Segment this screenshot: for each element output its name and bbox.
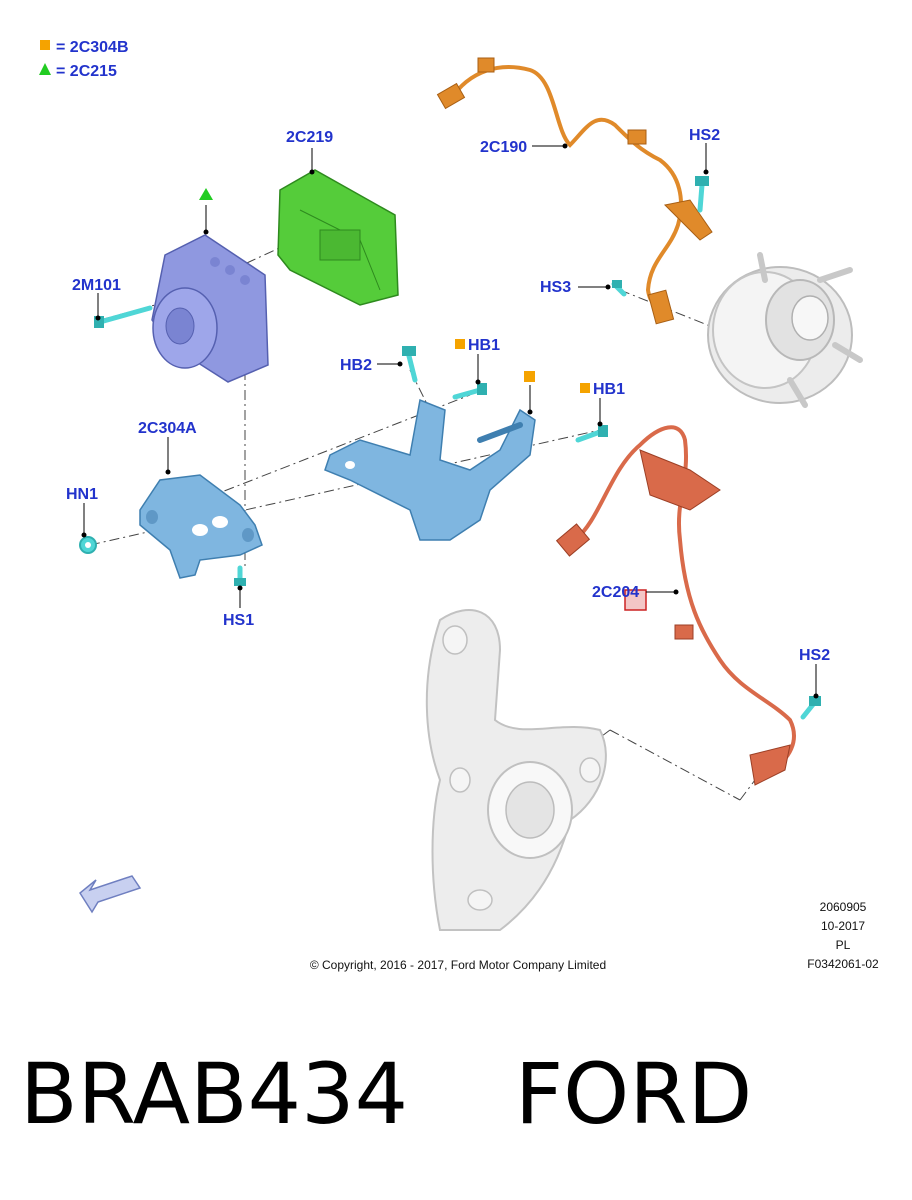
highlight-box bbox=[624, 589, 647, 611]
steering-knuckle bbox=[425, 609, 607, 931]
callout-hs2-top: HS2 bbox=[689, 127, 720, 144]
callout-2c190: 2C190 bbox=[480, 139, 527, 156]
callout-markers bbox=[199, 188, 590, 393]
callout-2c304a: 2C304A bbox=[138, 420, 197, 437]
nut-hn1 bbox=[79, 536, 97, 554]
bolt-2m101 bbox=[94, 305, 153, 328]
callout-2m101: 2M101 bbox=[72, 277, 121, 294]
leader-lines bbox=[81, 143, 819, 699]
stamp-number: 2060905 bbox=[820, 900, 867, 914]
bolt-hb1-b bbox=[575, 425, 608, 443]
legend: = 2C304B = 2C215 bbox=[39, 39, 129, 80]
marker-square-hb1-a-icon bbox=[455, 339, 465, 349]
callout-2c204: 2C204 bbox=[592, 584, 639, 601]
screw-hs2-bottom bbox=[800, 696, 821, 720]
bolt-hb1-a bbox=[452, 383, 487, 400]
wheel-speed-sensor-2c190 bbox=[436, 57, 713, 325]
abs-hydraulic-unit bbox=[151, 234, 269, 383]
callout-hs3: HS3 bbox=[540, 279, 571, 296]
legend-square-label: = 2C304B bbox=[56, 39, 129, 56]
bracket-2c304a bbox=[139, 474, 263, 579]
callout-hs1: HS1 bbox=[223, 612, 254, 629]
fasteners bbox=[79, 176, 821, 720]
stamp-date: 10-2017 bbox=[821, 919, 865, 933]
legend-triangle-icon bbox=[39, 63, 51, 75]
callout-2c219: 2C219 bbox=[286, 129, 333, 146]
legend-square-icon bbox=[40, 40, 50, 50]
wheel-speed-sensor-2c204 bbox=[555, 425, 796, 786]
abs-control-module bbox=[277, 169, 399, 306]
screw-hs2-top bbox=[695, 176, 709, 213]
stamp-figure: F0342061-02 bbox=[807, 957, 879, 971]
callout-labels: 2C219 2M101 2C190 HS2 HS3 HB2 HB1 HB1 2C… bbox=[66, 127, 830, 664]
legend-triangle-label: = 2C215 bbox=[56, 63, 117, 80]
marker-triangle-icon bbox=[199, 188, 213, 200]
direction-arrow-icon bbox=[79, 875, 142, 914]
main-bracket bbox=[324, 398, 536, 541]
bolt-hb2 bbox=[402, 346, 418, 383]
callout-hn1: HN1 bbox=[66, 486, 98, 503]
marker-square-bracket-icon bbox=[524, 371, 535, 382]
copyright-notice: © Copyright, 2016 - 2017, Ford Motor Com… bbox=[310, 958, 606, 972]
stamp-lang: PL bbox=[836, 938, 851, 952]
marker-square-hb1-b-icon bbox=[580, 383, 590, 393]
callout-hb2: HB2 bbox=[340, 357, 372, 374]
reference-stamp: 2060905 10-2017 PL F0342061-02 bbox=[807, 900, 879, 971]
screw-hs3 bbox=[611, 280, 627, 297]
screw-hs1 bbox=[234, 565, 246, 586]
callout-hb1-b: HB1 bbox=[593, 381, 625, 398]
part-code-caption: BRAB434 FORD bbox=[20, 1045, 753, 1143]
callout-hs2-bottom: HS2 bbox=[799, 647, 830, 664]
callout-hb1-a: HB1 bbox=[468, 337, 500, 354]
wheel-hub bbox=[707, 252, 863, 408]
exploded-parts-diagram: = 2C304B = 2C215 bbox=[39, 39, 879, 972]
